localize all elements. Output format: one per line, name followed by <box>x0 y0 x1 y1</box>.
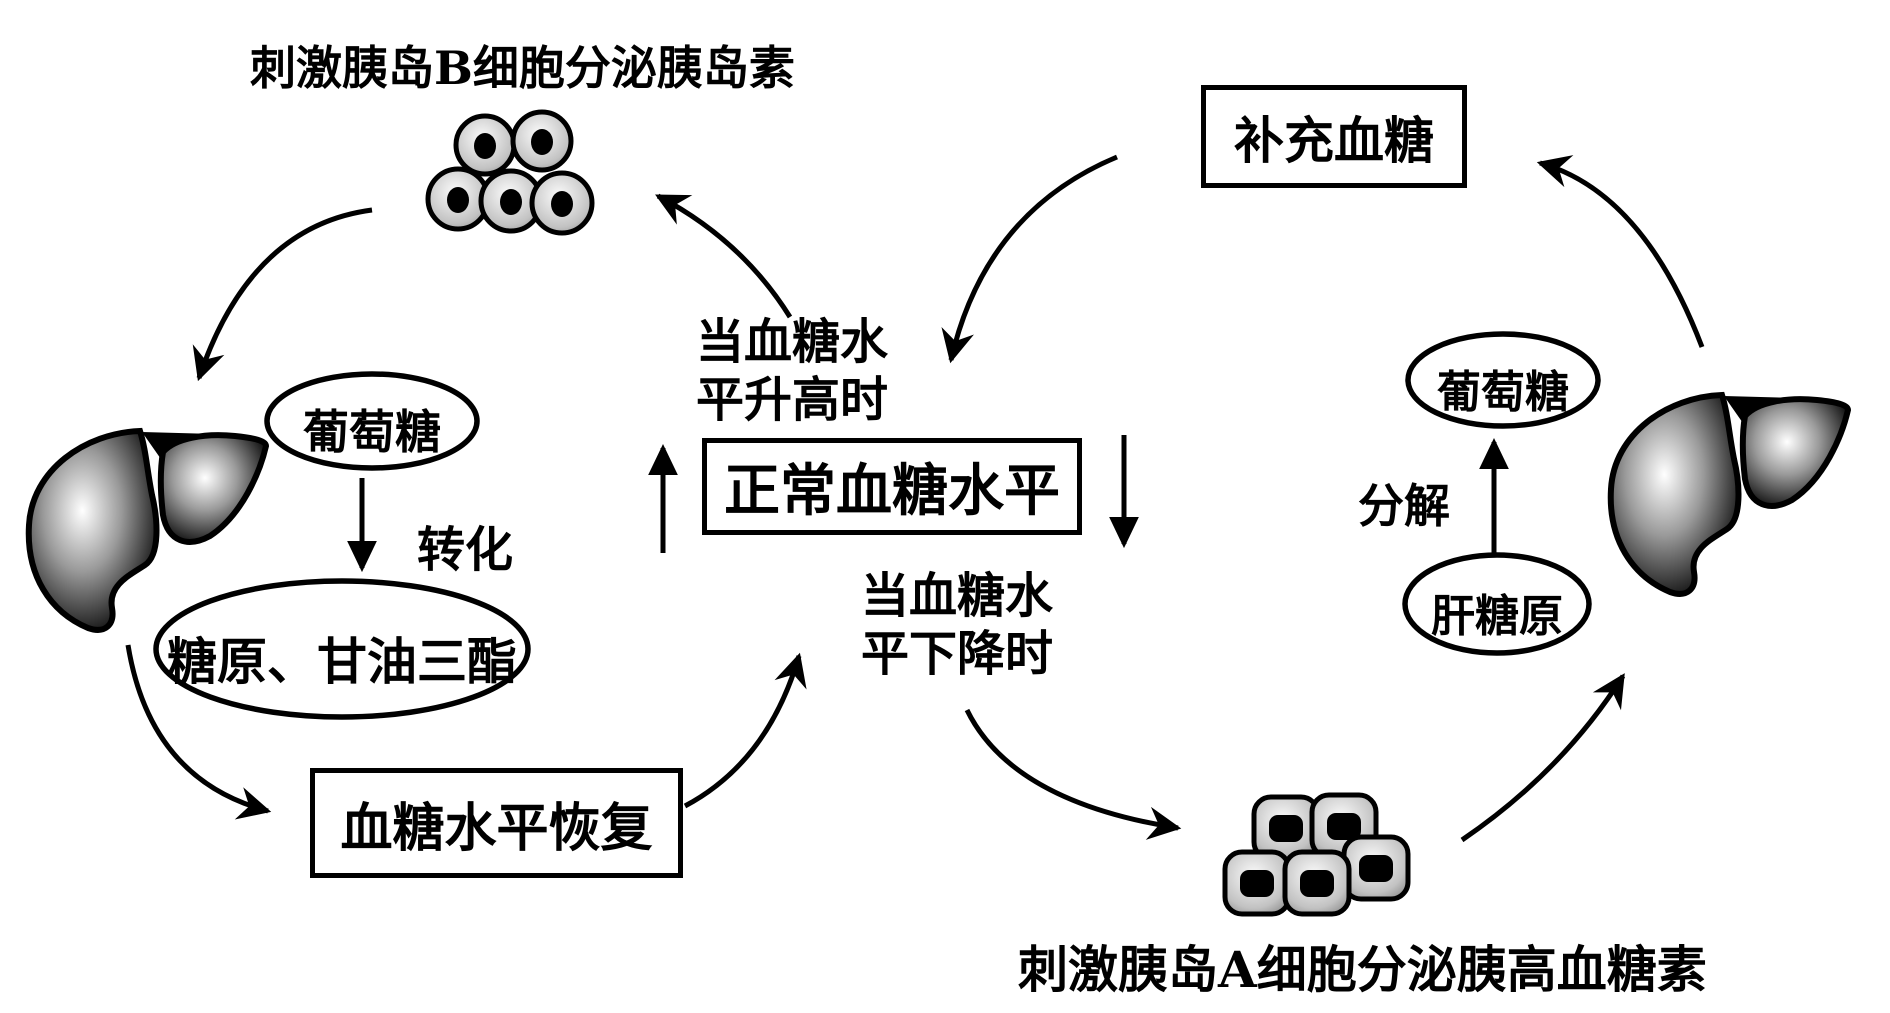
liver-icon-right <box>1611 395 1848 594</box>
glycogen-triglyceride-label: 糖原、甘油三酯 <box>167 632 517 691</box>
beta-cell-cluster-icon <box>425 109 595 236</box>
alpha-cells-title: 刺激胰岛A细胞分泌胰高血糖素 <box>1018 940 1707 999</box>
arrow-liver-to-replenish <box>1536 155 1705 348</box>
normal-glucose-level-box: 正常血糖水平 <box>702 438 1082 535</box>
when-glucose-rises-line1: 当血糖水 <box>695 314 888 370</box>
arrows <box>125 154 1705 843</box>
arrow-beta-cells-to-liver <box>192 207 373 382</box>
arrow-rise-to-beta-cells <box>655 193 793 319</box>
when-glucose-falls-label: 当血糖水平下降时 <box>851 568 1063 683</box>
convert-label: 转化 <box>417 522 514 578</box>
when-glucose-falls-line2: 平下降时 <box>860 625 1053 682</box>
ellipse-nodes <box>153 331 1601 720</box>
arrow-fall-to-alpha-cells <box>964 708 1182 840</box>
glucose-level-restored-box: 血糖水平恢复 <box>310 768 683 878</box>
beta-cells-title: 刺激胰岛B细胞分泌胰岛素 <box>250 41 795 95</box>
when-glucose-rises-line2: 平升高时 <box>695 371 888 428</box>
arrow-replenish-to-normal <box>941 154 1118 364</box>
hepatic-glycogen-label: 肝糖原 <box>1431 591 1563 642</box>
arrow-liver-to-restore <box>125 644 272 820</box>
glycogen-triglyceride-ellipse <box>153 578 531 720</box>
hepatic-glycogen-ellipse <box>1402 552 1592 656</box>
when-glucose-falls-line1: 当血糖水 <box>860 568 1053 624</box>
glucose-left-label: 葡萄糖 <box>303 405 441 459</box>
decompose-label: 分解 <box>1358 479 1450 533</box>
glucose-left-ellipse <box>264 371 480 471</box>
arrow-restore-to-normal <box>683 652 807 809</box>
replenish-glucose-box: 补充血糖 <box>1201 85 1467 188</box>
when-glucose-rises-label: 当血糖水平升高时 <box>688 314 896 429</box>
alpha-cell-cluster-icon <box>1222 792 1411 917</box>
glucose-right-ellipse <box>1405 331 1601 429</box>
liver-icon-left <box>25 427 270 633</box>
glucose-right-label: 葡萄糖 <box>1437 367 1569 418</box>
arrow-alpha-cells-to-liver <box>1460 673 1626 843</box>
